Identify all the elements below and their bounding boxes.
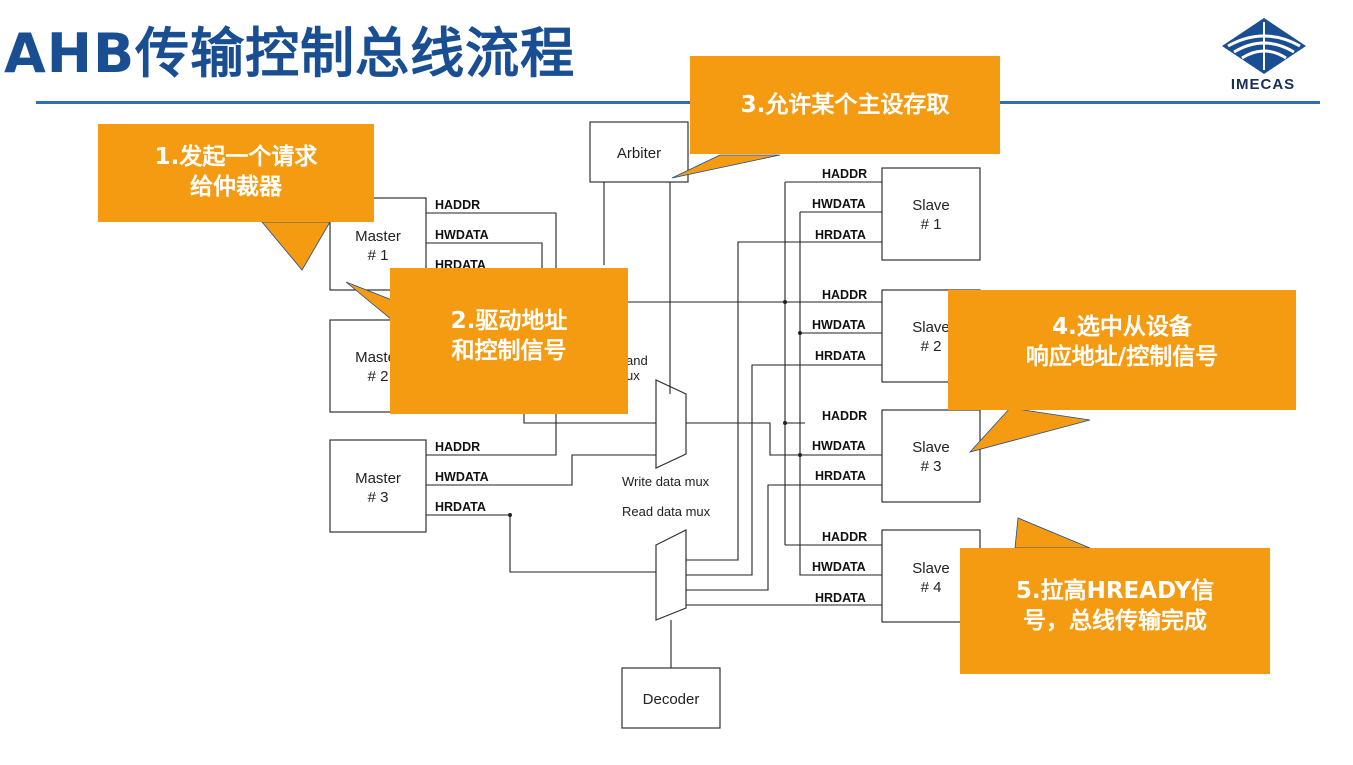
read-data-mux xyxy=(655,529,687,621)
write-data-mux-label: Write data mux xyxy=(622,474,710,489)
slave-3-label: Slave xyxy=(912,439,950,456)
slave-1-label: Slave xyxy=(912,197,950,214)
callout-1: 1.发起一个请求 给仲裁器 xyxy=(98,124,374,222)
s3-hwdata-label: HWDATA xyxy=(812,439,866,453)
imecas-logo-icon xyxy=(1222,18,1306,74)
callout-3: 3.允许某个主设存取 xyxy=(690,56,1000,154)
callout-2-pointer xyxy=(345,281,393,321)
callout-2-line-1: 2.驱动地址 xyxy=(450,308,568,334)
callout-1-line-2: 给仲裁器 xyxy=(190,174,282,200)
s1-haddr-label: HADDR xyxy=(822,167,867,181)
callout-5: 5.拉高HREADY信 号，总线传输完成 xyxy=(960,548,1270,674)
title-rule xyxy=(36,101,1320,104)
m3-hrdata-label: HRDATA xyxy=(435,500,486,514)
callout-3-line-1: 3.允许某个主设存取 xyxy=(740,92,950,118)
slave-2-label: Slave xyxy=(912,319,950,336)
callout-1-pointer xyxy=(261,221,331,271)
master-3-number: # 3 xyxy=(368,489,389,506)
slide-title: AHB传输控制总线流程 xyxy=(4,22,576,85)
s4-hwdata-label: HWDATA xyxy=(812,560,866,574)
slave-3-box xyxy=(881,409,981,503)
s3-hrdata-label: HRDATA xyxy=(815,469,866,483)
master-1-box xyxy=(329,197,427,291)
m3-haddr-label: HADDR xyxy=(435,440,480,454)
s4-hrdata-label: HRDATA xyxy=(815,591,866,605)
slave-4-label: Slave xyxy=(912,560,950,577)
master-2-number: # 2 xyxy=(368,368,389,385)
slave-2-number: # 2 xyxy=(921,338,942,355)
m1-haddr-label: HADDR xyxy=(435,198,480,212)
callout-1-line-1: 1.发起一个请求 xyxy=(154,144,318,170)
callout-5-line-2: 号，总线传输完成 xyxy=(1023,608,1207,634)
callout-2-line-2: 和控制信号 xyxy=(451,338,567,364)
s2-hrdata-label: HRDATA xyxy=(815,349,866,363)
master-1-number: # 1 xyxy=(368,247,389,264)
m3-hwdata-label: HWDATA xyxy=(435,470,489,484)
s1-hrdata-label: HRDATA xyxy=(815,228,866,242)
slave-4-number: # 4 xyxy=(921,579,942,596)
logo-text: IMECAS xyxy=(1230,76,1296,93)
read-data-mux-label: Read data mux xyxy=(622,504,711,519)
callout-3-pointer xyxy=(671,154,781,179)
s2-haddr-label: HADDR xyxy=(822,288,867,302)
arbiter-label: Arbiter xyxy=(617,145,661,162)
slave-1-number: # 1 xyxy=(921,216,942,233)
s1-hwdata-label: HWDATA xyxy=(812,197,866,211)
callout-2: 2.驱动地址 和控制信号 xyxy=(390,268,628,414)
master-1-label: Master xyxy=(355,228,401,245)
s2-hwdata-label: HWDATA xyxy=(812,318,866,332)
callout-5-pointer xyxy=(1014,517,1091,549)
s3-haddr-label: HADDR xyxy=(822,409,867,423)
address-mux-partial-label-2: ux xyxy=(626,368,640,383)
master-3-box xyxy=(329,439,427,533)
address-mux-partial-label-1: and xyxy=(626,353,648,368)
decoder-label: Decoder xyxy=(643,691,700,708)
m1-hwdata-label: HWDATA xyxy=(435,228,489,242)
callout-4: 4.选中从设备 响应地址/控制信号 xyxy=(948,290,1296,410)
callout-4-line-1: 4.选中从设备 xyxy=(1052,314,1192,340)
arbiter-box xyxy=(589,121,689,183)
slave-1-box xyxy=(881,167,981,261)
s4-haddr-label: HADDR xyxy=(822,530,867,544)
master-2-label: Master xyxy=(355,349,401,366)
callout-5-line-1: 5.拉高HREADY信 xyxy=(1015,578,1215,604)
callout-4-pointer xyxy=(968,407,1091,453)
master-3-label: Master xyxy=(355,470,401,487)
slave-3-number: # 3 xyxy=(921,458,942,475)
callout-4-line-2: 响应地址/控制信号 xyxy=(1025,344,1219,370)
write-data-mux xyxy=(655,379,687,469)
